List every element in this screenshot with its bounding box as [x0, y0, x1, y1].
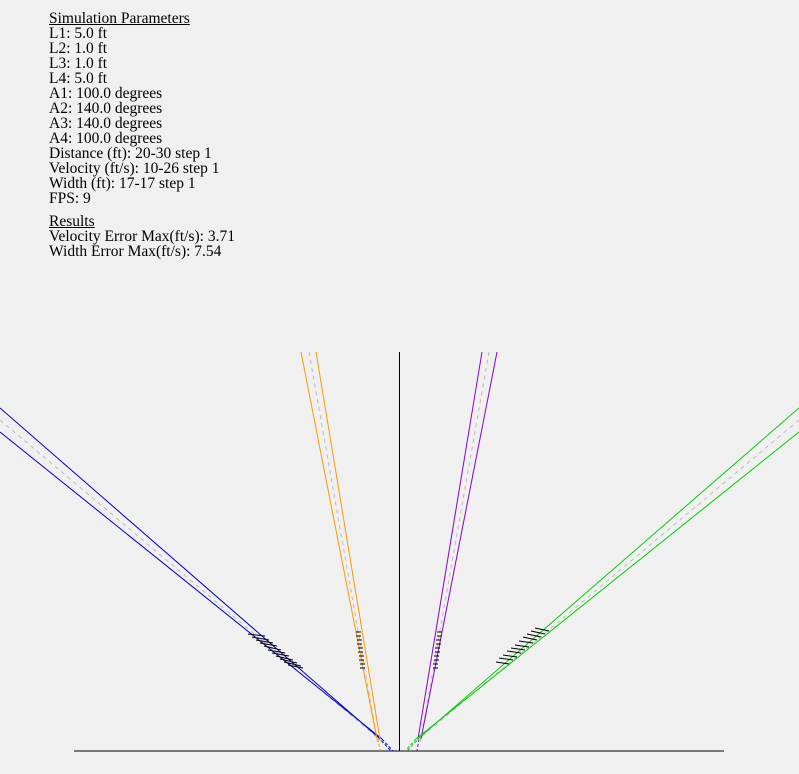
beam-4-hatch [495, 627, 550, 665]
beam-1-hatch [247, 633, 304, 669]
beam-2-dash [377, 738, 381, 752]
beam-1-dash-lower [381, 738, 394, 752]
beam-4 [404, 407, 799, 752]
beam-1-edge-upper [0, 407, 379, 738]
beam-3-edge-right [420, 351, 498, 740]
param-a4: A4: 100.0 degrees [49, 130, 163, 147]
beam-4-dash-lower [404, 738, 417, 752]
result-velocity-error: Velocity Error Max(ft/s): 3.71 [49, 228, 235, 245]
beam-3-guide [419, 351, 490, 745]
param-l3: L3: 1.0 ft [49, 55, 108, 72]
parameters-heading: Simulation Parameters [49, 10, 190, 27]
results-heading: Results [49, 213, 95, 230]
beam-4-dash-upper [406, 736, 421, 752]
beam-3-dash [416, 738, 420, 752]
beam-3 [416, 351, 498, 752]
beam-2-edge-left [300, 351, 378, 740]
param-a2: A2: 140.0 degrees [49, 100, 163, 117]
param-a1: A1: 100.0 degrees [49, 85, 163, 102]
param-l2: L2: 1.0 ft [49, 40, 108, 57]
beam-1-dash-upper [377, 736, 392, 752]
result-width-error: Width Error Max(ft/s): 7.54 [49, 243, 222, 260]
beam-2 [300, 351, 381, 752]
beam-2-guide [308, 351, 379, 745]
param-width: Width (ft): 17-17 step 1 [49, 175, 196, 192]
param-velocity: Velocity (ft/s): 10-26 step 1 [49, 160, 220, 177]
beam-2-edge-right [315, 351, 381, 740]
param-distance: Distance (ft): 20-30 step 1 [49, 145, 212, 162]
param-l1: L1: 5.0 ft [49, 25, 108, 42]
param-a3: A3: 140.0 degrees [49, 115, 163, 132]
param-fps: FPS: 9 [49, 190, 91, 207]
beam-1 [0, 407, 394, 752]
beam-3-edge-left [417, 351, 483, 740]
simulation-info-panel: Simulation Parameters L1: 5.0 ft L2: 1.0… [49, 10, 235, 260]
beam-4-edge-upper [419, 407, 799, 738]
beam-1-edge-lower [0, 431, 383, 740]
beam-2-hatch [356, 631, 365, 669]
param-l4: L4: 5.0 ft [49, 70, 108, 87]
beam-3-hatch [433, 631, 442, 669]
beam-4-edge-lower [415, 431, 799, 740]
